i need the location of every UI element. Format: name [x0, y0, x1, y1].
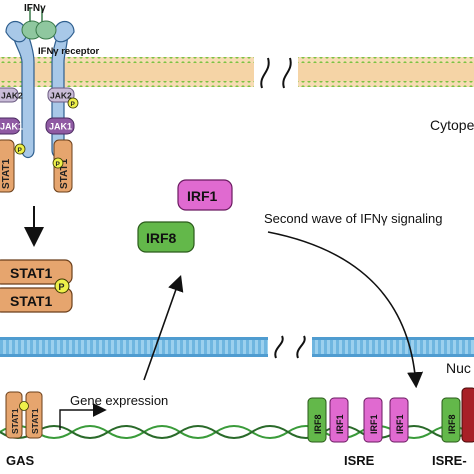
stat1-receptor-left: STAT1 [0, 139, 15, 193]
phospho-stat-left: P [14, 143, 26, 155]
svg-text:P: P [56, 161, 61, 168]
isre-irf-complex-1: IRF8 IRF1 [307, 397, 349, 443]
svg-text:JAK1: JAK1 [49, 122, 72, 132]
jak1-right: JAK1 [45, 117, 75, 135]
irf1-box: IRF1 [177, 179, 233, 211]
svg-text:JAK2: JAK2 [1, 91, 23, 101]
svg-text:IRF8: IRF8 [447, 414, 457, 434]
receptor-label: IFNγ receptor [38, 46, 100, 57]
jak2-right: JAK2 [47, 87, 75, 103]
nucleus-label: Nuc [446, 360, 471, 376]
nuclear-break-icon [268, 334, 312, 360]
svg-text:STAT1: STAT1 [10, 408, 20, 434]
svg-text:STAT1: STAT1 [10, 293, 52, 309]
gene-expression-label: Gene expression [70, 393, 168, 408]
svg-text:IRF1: IRF1 [335, 414, 345, 434]
isre-label: ISRE [344, 453, 375, 468]
svg-text:JAK2: JAK2 [50, 91, 72, 101]
second-wave-arrow [267, 231, 424, 389]
membrane-break-icon [254, 55, 298, 89]
svg-text:IRF1: IRF1 [395, 414, 405, 434]
jak2-left: JAK2 [0, 87, 23, 103]
irf8-box: IRF8 [137, 221, 195, 253]
svg-text:STAT1: STAT1 [1, 158, 12, 189]
phospho-stat-right: P [52, 157, 64, 169]
svg-text:P: P [59, 282, 65, 292]
nuclear-membrane [0, 337, 474, 357]
cytoplasm-label: Cytope [430, 117, 474, 133]
stat1-gas-dimer: STAT1 STAT1 [5, 391, 43, 439]
svg-text:STAT1: STAT1 [30, 408, 40, 434]
svg-text:IRF1: IRF1 [187, 188, 218, 204]
isre-irf-complex-2: IRF1 IRF1 [363, 397, 409, 443]
svg-text:P: P [71, 101, 76, 108]
phospho-jak2: P [67, 97, 79, 109]
transcription-start-arrow [59, 403, 107, 430]
svg-text:IRF8: IRF8 [313, 414, 323, 434]
svg-text:IRF8: IRF8 [146, 230, 177, 246]
plasma-membrane [0, 57, 474, 87]
stat1-dimer: STAT1 STAT1 P [0, 259, 73, 313]
svg-text:STAT1: STAT1 [10, 265, 52, 281]
gas-label: GAS [6, 453, 35, 468]
second-wave-label: Second wave of IFNγ signaling [264, 211, 442, 226]
svg-text:JAK1: JAK1 [0, 122, 23, 132]
induction-arrow [143, 274, 184, 381]
svg-text:P: P [18, 147, 23, 154]
svg-text:STAT1: STAT1 [59, 158, 70, 189]
isre2-label: ISRE- [432, 453, 467, 468]
isre2-complex: IRF8 [441, 387, 474, 443]
jak1-left: JAK1 [0, 117, 23, 135]
ligand-label: IFNγ [24, 3, 46, 14]
ifn-gamma-ligand [21, 8, 57, 40]
svg-text:IRF1: IRF1 [369, 414, 379, 434]
